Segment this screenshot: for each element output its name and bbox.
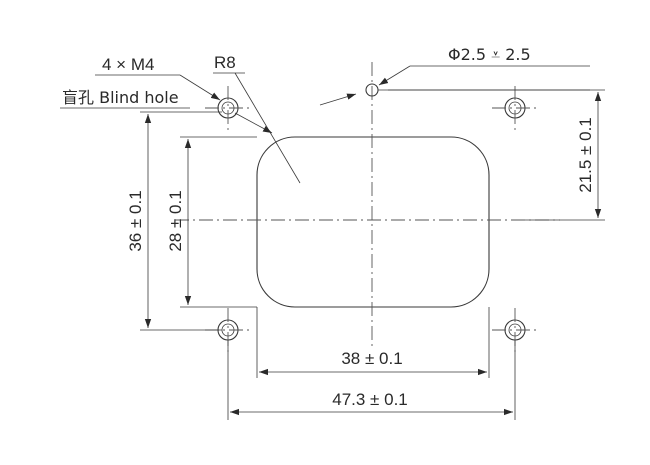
mounting-hole-top-right bbox=[492, 86, 540, 130]
holes-leader bbox=[179, 74, 221, 101]
blind-hole-label: 盲孔 Blind hole bbox=[62, 88, 179, 107]
pin-hole-label: Φ2.5 ⩡ 2.5 bbox=[448, 45, 531, 64]
holes-label: 4 × M4 bbox=[102, 55, 154, 74]
radius-leader bbox=[234, 72, 301, 184]
dim-label-36: 36 ± 0.1 bbox=[126, 190, 145, 251]
mounting-hole-bottom-right bbox=[492, 308, 540, 352]
radius-label: R8 bbox=[214, 53, 236, 72]
dim-label-47-3: 47.3 ± 0.1 bbox=[332, 390, 408, 409]
dim-label-38: 38 ± 0.1 bbox=[341, 349, 402, 368]
dim-label-21-5: 21.5 ± 0.1 bbox=[576, 117, 595, 193]
blind-leader bbox=[234, 112, 273, 134]
pin-hole bbox=[319, 65, 590, 106]
cutout-outline bbox=[256, 136, 490, 308]
dim-label-28: 28 ± 0.1 bbox=[166, 190, 185, 251]
mounting-hole-top-left bbox=[205, 86, 252, 130]
